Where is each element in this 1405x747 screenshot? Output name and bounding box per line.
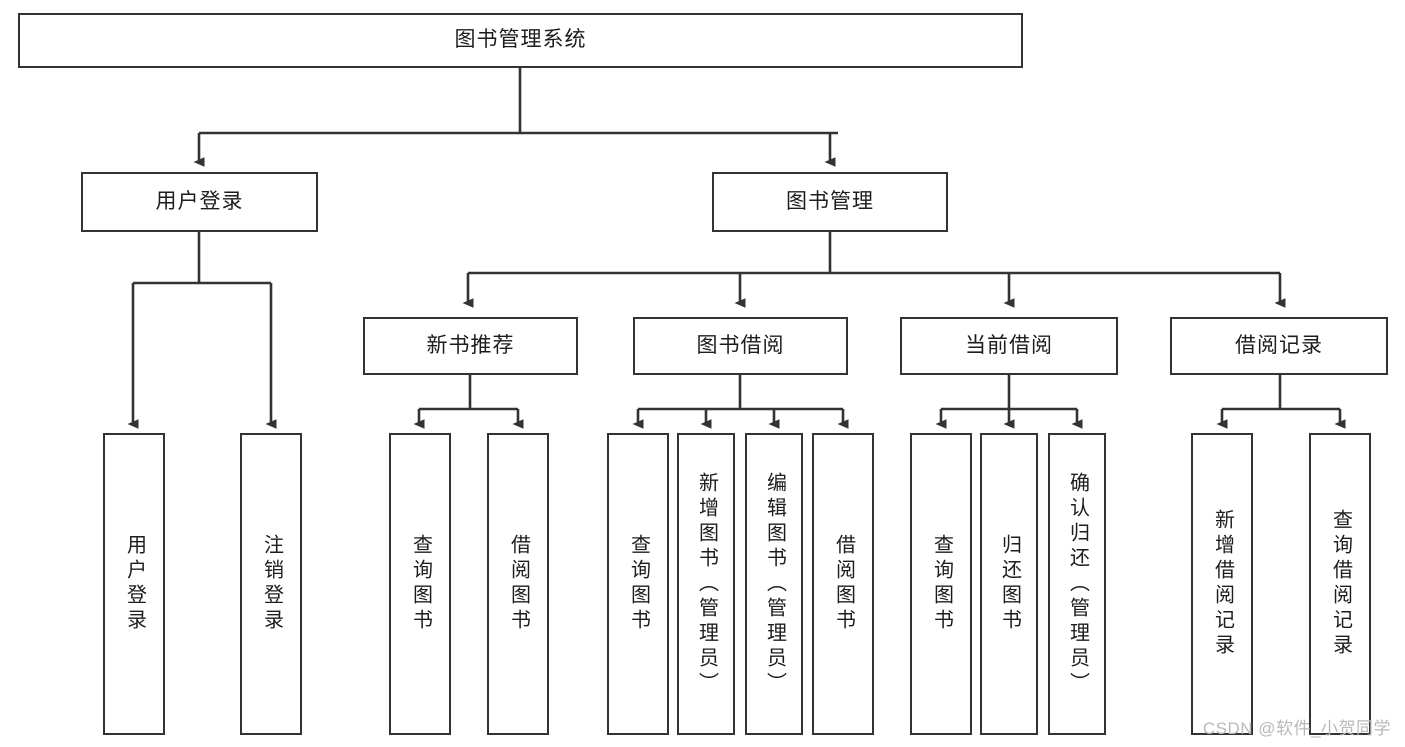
node-leaf-user-login[interactable]: 用户登录 <box>103 433 165 735</box>
node-leaf-add-book[interactable]: 新增图书（管理员） <box>677 433 735 735</box>
node-leaf-borrow-book-1[interactable]: 借阅图书 <box>487 433 549 735</box>
node-leaf-confirm-return[interactable]: 确认归还（管理员） <box>1048 433 1106 735</box>
node-label: 图书管理系统 <box>454 28 587 52</box>
node-label: 新增图书（管理员） <box>695 471 718 697</box>
node-leaf-borrow-book-2[interactable]: 借阅图书 <box>812 433 874 735</box>
node-label: 查询图书 <box>627 534 650 634</box>
node-label: 编辑图书（管理员） <box>763 471 786 697</box>
node-label: 查询图书 <box>409 534 432 634</box>
node-label: 新增借阅记录 <box>1211 509 1234 659</box>
node-leaf-query-book-2[interactable]: 查询图书 <box>607 433 669 735</box>
node-label: 图书借阅 <box>696 333 785 357</box>
node-label: 新书推荐 <box>426 333 515 357</box>
node-leaf-query-borrow-record[interactable]: 查询借阅记录 <box>1309 433 1371 735</box>
node-current-borrow[interactable]: 当前借阅 <box>900 317 1118 375</box>
node-borrow-record[interactable]: 借阅记录 <box>1170 317 1388 375</box>
node-label: 用户登录 <box>155 189 244 213</box>
node-label: 归还图书 <box>998 534 1021 634</box>
node-label: 用户登录 <box>123 534 146 634</box>
node-leaf-edit-book[interactable]: 编辑图书（管理员） <box>745 433 803 735</box>
node-leaf-return-book[interactable]: 归还图书 <box>980 433 1038 735</box>
node-label: 查询借阅记录 <box>1329 509 1352 659</box>
node-label: 借阅图书 <box>832 534 855 634</box>
node-label: 借阅记录 <box>1235 333 1323 357</box>
node-label: 注销登录 <box>260 534 283 634</box>
node-leaf-add-borrow-record[interactable]: 新增借阅记录 <box>1191 433 1253 735</box>
node-leaf-query-book-1[interactable]: 查询图书 <box>389 433 451 735</box>
node-label: 图书管理 <box>786 189 874 213</box>
node-label: 借阅图书 <box>507 534 530 634</box>
node-book-borrow[interactable]: 图书借阅 <box>633 317 848 375</box>
node-new-book-recommend[interactable]: 新书推荐 <box>363 317 578 375</box>
node-root-book-management-system[interactable]: 图书管理系统 <box>18 13 1023 68</box>
node-label: 当前借阅 <box>965 333 1053 357</box>
csdn-watermark: CSDN @软件_小贺同学 <box>1202 719 1391 738</box>
node-label: 查询图书 <box>930 534 953 634</box>
node-label: 确认归还（管理员） <box>1066 471 1089 697</box>
node-book-management[interactable]: 图书管理 <box>712 172 948 232</box>
node-leaf-user-logout[interactable]: 注销登录 <box>240 433 302 735</box>
node-user-login[interactable]: 用户登录 <box>81 172 318 232</box>
node-leaf-query-book-3[interactable]: 查询图书 <box>910 433 972 735</box>
